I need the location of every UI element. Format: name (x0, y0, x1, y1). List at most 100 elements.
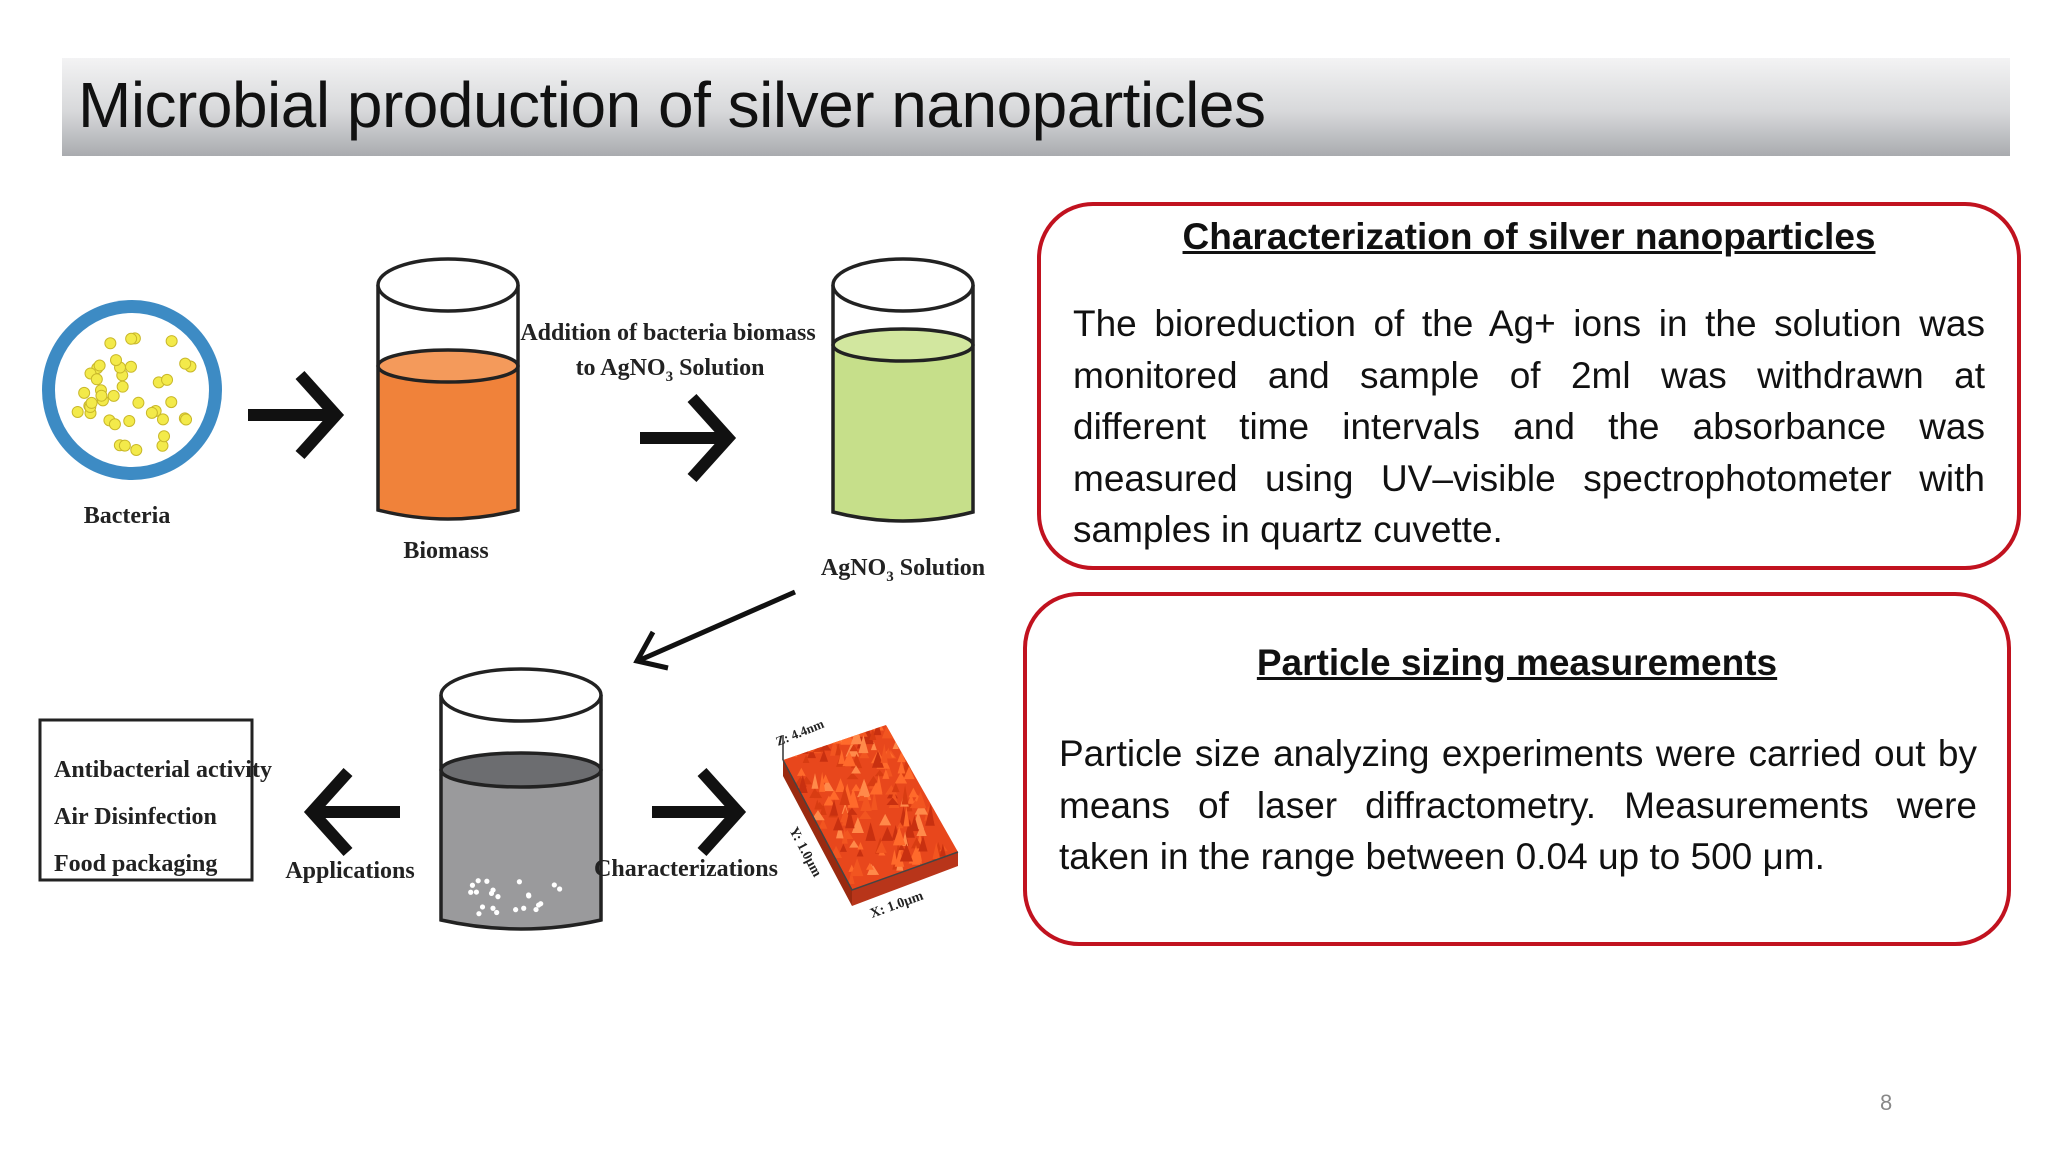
afm-surface-image (782, 725, 959, 906)
afm-peak (909, 800, 922, 809)
afm-peak (838, 749, 846, 764)
afm-peak (903, 766, 915, 780)
afm-peak (819, 749, 829, 762)
bacterium-dot (93, 359, 106, 372)
afm-peak (807, 747, 817, 759)
afm-peak (811, 810, 825, 821)
afm-peak (870, 790, 878, 811)
afm-peak (870, 741, 877, 751)
applications-item-1: Antibacterial activity (54, 757, 272, 783)
afm-peak (871, 750, 884, 768)
particle-sizing-heading: Particle sizing measurements (1256, 642, 1778, 683)
agno3-beaker-icon (831, 257, 975, 523)
afm-peak (904, 818, 915, 838)
nanoparticle-dot (533, 906, 539, 913)
afm-peak (839, 843, 847, 852)
petri-dish-inner (55, 313, 209, 467)
afm-peak (818, 818, 828, 829)
bacterium-dot (107, 389, 120, 402)
afm-peak (814, 799, 821, 810)
bacterium-dot (108, 418, 121, 431)
afm-peak (797, 774, 808, 794)
afm-peak (851, 783, 861, 792)
bacterium-dot (180, 413, 193, 426)
afm-peak (836, 823, 844, 839)
afm-peak (858, 810, 872, 819)
characterization-box: Characterization of silver nanoparticles… (1037, 202, 2021, 570)
afm-peak (859, 749, 870, 759)
bacterium-dot (104, 337, 117, 350)
afm-peak (892, 741, 899, 749)
afm-peak (932, 842, 941, 859)
process-diagram-svg: Bacteria Biomass Addition of bacteria bi… (38, 257, 985, 931)
afm-peak (833, 816, 844, 831)
afm-peak (865, 822, 876, 841)
afm-peak (830, 732, 843, 744)
bacterium-dot (161, 373, 174, 386)
nanoparticle-dot (551, 882, 557, 888)
nanoparticle-dot (538, 901, 544, 907)
afm-peak (918, 835, 928, 852)
afm-peak (787, 743, 798, 757)
afm-peak (857, 841, 864, 850)
afm-peak (911, 837, 923, 849)
afm-peak (879, 813, 892, 826)
afm-peak (869, 728, 877, 741)
afm-peak (846, 772, 859, 780)
bacterium-dot (116, 380, 129, 393)
bacterium-dot (156, 413, 169, 426)
applications-list-box (38, 718, 254, 882)
arrow-right-icon (652, 767, 747, 857)
nanoparticle-dot (513, 907, 519, 913)
afm-peak (875, 774, 883, 794)
particle-sizing-box: Particle sizing measurements Particle si… (1023, 592, 2011, 946)
bacterium-dot (165, 396, 178, 409)
agno3-label: AgNO3 Solution (821, 555, 985, 585)
bacterium-dot (85, 396, 98, 409)
bacterium-dot (124, 360, 137, 373)
nanoparticle-dot (526, 893, 532, 899)
afm-peak (851, 765, 861, 774)
bacterium-dot (71, 405, 84, 418)
particle-sizing-body: Particle size analyzing experiments were… (1059, 733, 1977, 877)
afm-peak (819, 771, 826, 792)
arrow-left-icon (303, 767, 400, 857)
nanoparticle-dot (476, 911, 482, 917)
afm-peak (866, 775, 881, 787)
arrow-right-icon (248, 370, 345, 460)
afm-peak (865, 862, 874, 870)
bacteria-label: Bacteria (84, 503, 171, 529)
afm-peak (897, 760, 906, 774)
addition-label-line2: to AgNO3 Solution (576, 355, 765, 385)
bacterium-dot (118, 439, 131, 452)
afm-peak (898, 843, 905, 851)
nanoparticle-dot (516, 879, 523, 885)
nanoparticle-dot (484, 878, 490, 884)
product-beaker-icon (439, 667, 603, 931)
afm-peak (829, 799, 839, 816)
afm-peak (899, 843, 914, 862)
bacteria-dots (71, 332, 197, 457)
afm-peak (891, 782, 900, 793)
nanoparticle-dot (521, 905, 527, 911)
afm-peak (875, 841, 887, 853)
afm-peak (901, 785, 909, 805)
afm-peak (835, 742, 842, 756)
bacterium-dot (179, 357, 192, 370)
characterizations-label: Characterizations (594, 856, 778, 882)
afm-peak (841, 827, 848, 844)
nanoparticle-dot (557, 886, 563, 892)
afm-peak (821, 774, 830, 783)
afm-peak (819, 803, 827, 815)
applications-item-2: Air Disinfection (54, 804, 217, 830)
bacterium-dot (158, 430, 171, 443)
process-diagram: Bacteria Biomass Addition of bacteria bi… (0, 190, 1000, 990)
afm-peak (850, 857, 864, 877)
nanoparticle-dot (473, 889, 480, 895)
afm-peak (856, 848, 864, 857)
afm-peak (891, 849, 898, 865)
afm-peak (886, 797, 899, 806)
arrow-diagonal-icon (633, 589, 797, 671)
slide-title: Microbial production of silver nanoparti… (78, 69, 1266, 141)
biomass-beaker-icon (376, 257, 520, 521)
